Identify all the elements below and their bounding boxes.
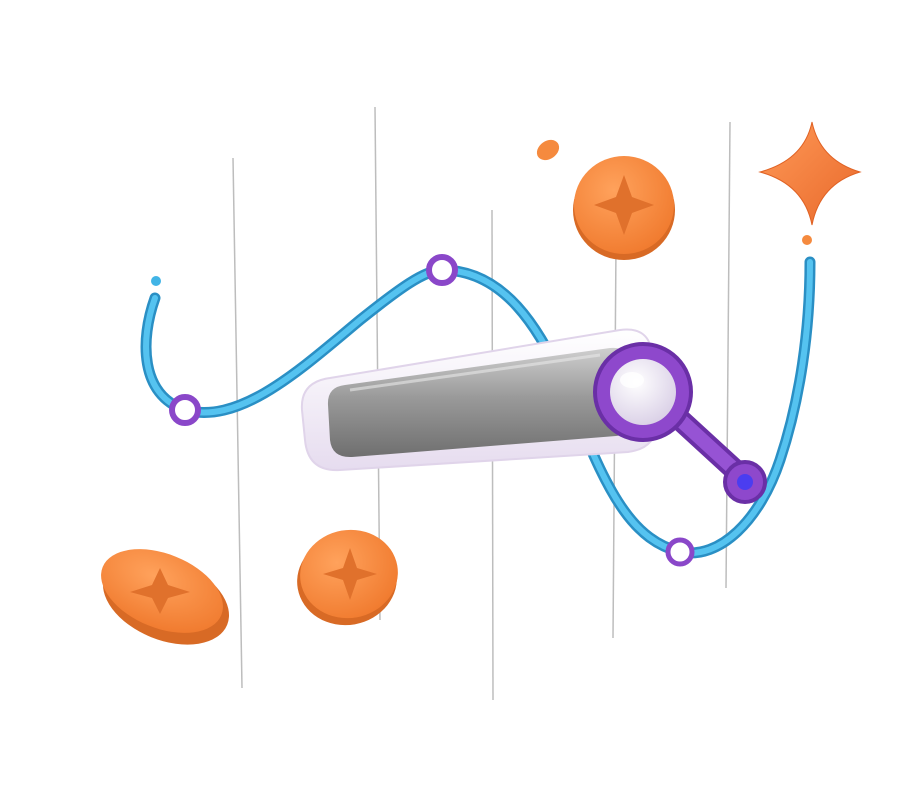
gridline [374, 106, 381, 621]
floating-pill-icon [536, 139, 560, 161]
curve-node-icon [426, 254, 458, 286]
curve-node-icon [169, 394, 201, 426]
coin-icon [573, 156, 675, 260]
search-bar-icon [300, 328, 658, 472]
floating-dot-icon [802, 235, 812, 245]
curve-node-icon [665, 537, 695, 567]
gridline [725, 121, 731, 589]
coin-icon [297, 529, 398, 626]
gridline [232, 157, 243, 689]
curve-nodes [169, 254, 695, 567]
trend-curve-icon [140, 256, 816, 559]
magnifier-icon [593, 342, 767, 504]
sparkle-icon [758, 121, 862, 226]
floating-dot-icon [151, 276, 161, 286]
coin-icon [101, 549, 230, 645]
